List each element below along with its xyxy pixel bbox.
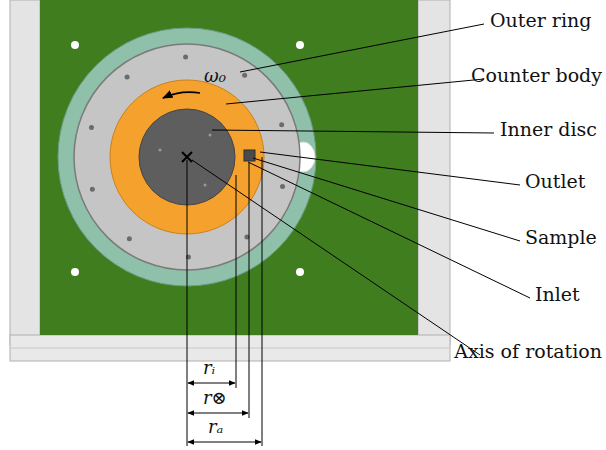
leader-line (212, 130, 494, 133)
rotation-arrow (163, 92, 200, 98)
part-label: Sample (525, 227, 597, 248)
dimension-arrow (188, 383, 235, 384)
ring-screw (280, 184, 285, 189)
ring-screw (242, 73, 247, 78)
leader-line (248, 162, 530, 298)
part-label: Inlet (535, 284, 580, 305)
disc-dot (159, 149, 162, 152)
base-plate (40, 0, 418, 335)
frame-edge (10, 348, 450, 349)
leader-line (240, 24, 484, 72)
part-label: Axis of rotation (454, 341, 602, 362)
frame-bar (10, 335, 450, 361)
ring-screw (125, 74, 130, 79)
rotation-symbol: ω₀ (204, 66, 226, 86)
part-label: Inner disc (500, 119, 597, 140)
ring-screw (183, 55, 188, 60)
part-label: Outer ring (490, 10, 591, 31)
screw-hole (296, 41, 304, 49)
leader-line (192, 160, 480, 355)
screw-hole (71, 41, 79, 49)
ring-screw (90, 187, 95, 192)
dimension-label: rᵢ (203, 358, 215, 378)
disc-dot (204, 184, 207, 187)
dimension-lines (187, 157, 262, 446)
dimension-arrow (188, 413, 248, 414)
sample (244, 150, 255, 161)
dimension-arrow (188, 442, 261, 443)
ring-screw (89, 125, 94, 130)
leader-line (260, 152, 520, 185)
disc-dot (209, 134, 212, 137)
extension-line (249, 163, 250, 418)
screw-hole (71, 268, 79, 276)
dimension-label: r⊗ (203, 388, 227, 408)
dimension-label: rₐ (208, 417, 223, 437)
part-label: Outlet (525, 171, 585, 192)
ring-screw (279, 122, 284, 127)
screw-hole (296, 268, 304, 276)
extension-line (236, 175, 237, 388)
frame-rail (10, 0, 40, 345)
extension-line (187, 160, 188, 446)
part-label: Counter body (471, 65, 602, 86)
ring-screw (127, 236, 132, 241)
leader-line (226, 79, 484, 104)
extension-line (262, 157, 263, 446)
